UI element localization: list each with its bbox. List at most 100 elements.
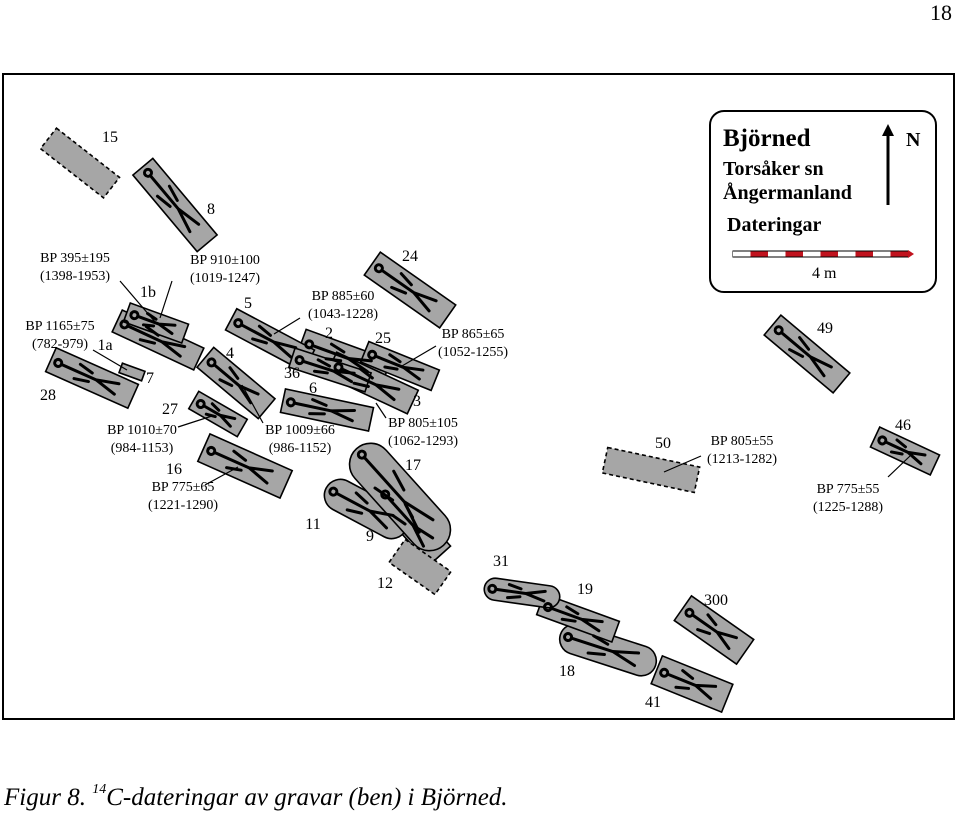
dating-bp-5: BP 910±100 — [190, 253, 260, 268]
scale-segment — [855, 251, 873, 257]
skeleton-41 — [659, 667, 718, 701]
dating-2: BP 885±60(1043-1228) — [308, 289, 378, 322]
grave-label-6: 6 — [309, 380, 317, 397]
dating-25: BP 865±65(1052-1255) — [438, 327, 508, 360]
grave-label-49: 49 — [817, 320, 833, 337]
grave-label-25: 25 — [375, 330, 391, 347]
grave-label-31: 31 — [493, 553, 509, 570]
scale-segment — [768, 251, 786, 257]
dating-bp-46: BP 775±55 — [817, 482, 880, 497]
north-arrow-icon — [882, 124, 894, 205]
plan-frame — [2, 73, 955, 720]
skeleton-28 — [53, 357, 121, 396]
skeleton-49 — [773, 325, 833, 378]
skeleton-16 — [206, 445, 274, 485]
grave-label-300: 300 — [704, 592, 728, 609]
page-number: 18 — [930, 0, 952, 25]
dating-bp-1b: BP 395±195 — [40, 251, 110, 266]
skeleton-11 — [328, 486, 395, 530]
grave-label-15: 15 — [102, 129, 118, 146]
dating-5: BP 910±100 (1019-1247) — [190, 253, 260, 286]
leader-line-50 — [663, 455, 702, 473]
legend-region: Ångermanland — [723, 181, 852, 204]
grave-label-2: 2 — [325, 325, 333, 342]
grave-label-50: 50 — [655, 435, 671, 452]
grave-label-41: 41 — [645, 694, 661, 711]
skeleton-8 — [143, 167, 201, 234]
dating-range-1b: (1398-1953) — [40, 269, 110, 284]
grave-label-17: 17 — [405, 457, 421, 474]
dating-range-5: (1019-1247) — [190, 271, 260, 286]
grave-label-7: 7 — [146, 370, 154, 387]
legend-title: Björned — [723, 125, 811, 152]
grave-label-46: 46 — [895, 417, 911, 434]
scale-segment — [750, 251, 768, 257]
scale-bar — [732, 250, 914, 258]
grave-label-4: 4 — [226, 345, 234, 362]
dating-1b: BP 395±195 (1398-1953) — [40, 251, 110, 284]
dating-bp-16: BP 775±65 — [152, 480, 215, 495]
skeleton-5 — [233, 318, 298, 359]
skeleton-24 — [373, 263, 438, 313]
dating-50: BP 805±55(1213-1282) — [707, 434, 777, 467]
dating-range-3: (1062-1293) — [388, 434, 458, 449]
grave-label-8: 8 — [207, 201, 215, 218]
legend: Björned Torsåker sn Ångermanland Daterin… — [709, 110, 937, 293]
leader-line-27 — [177, 415, 213, 428]
leader-line-5 — [159, 280, 173, 319]
scale-segment — [785, 251, 803, 257]
grave-label-1a: 1a — [97, 337, 112, 354]
leader-line-3 — [375, 402, 387, 419]
skeleton-27 — [195, 399, 237, 428]
grave-label-24: 24 — [402, 248, 418, 265]
grave-15 — [39, 127, 121, 199]
grave-label-36: 36 — [284, 365, 300, 382]
scale-segment — [733, 251, 751, 257]
skeleton-36 — [294, 355, 356, 384]
grave-label-1b: 1b — [140, 284, 156, 301]
dating-1a: BP 1165±75(782-979) — [25, 319, 94, 352]
dating-bp-4: BP 1009±66 — [265, 423, 335, 438]
dating-bp-27: BP 1010±70 — [107, 423, 177, 438]
leader-line-2 — [273, 317, 301, 335]
dating-27: BP 1010±70 (984-1153) — [107, 423, 177, 456]
skeleton-31 — [487, 583, 547, 603]
skeleton-2 — [304, 339, 373, 374]
skeleton-1b — [129, 310, 177, 335]
dating-46: BP 775±55(1225-1288) — [813, 482, 883, 515]
dating-range-16: (1221-1290) — [148, 498, 218, 513]
grave-label-3: 3 — [413, 393, 421, 410]
grave-label-18: 18 — [559, 663, 575, 680]
legend-subtitle: Dateringar — [727, 214, 822, 236]
dating-range-27: (984-1153) — [111, 441, 174, 456]
skeleton-19 — [542, 602, 604, 633]
skeleton-300 — [684, 607, 738, 650]
caption-superscript: 14 — [92, 782, 107, 797]
label-layer: 1581b1a728542716236632425171191231191841… — [25, 129, 911, 711]
skeleton-18 — [563, 632, 641, 668]
grave-label-5: 5 — [244, 295, 252, 312]
skeleton-6 — [285, 397, 357, 423]
dating-bp-2: BP 885±60 — [312, 289, 375, 304]
dating-range-4: (986-1152) — [269, 441, 332, 456]
dating-bp-1a: BP 1165±75 — [25, 319, 94, 334]
grave-1a — [117, 362, 147, 382]
scale-segment — [820, 251, 838, 257]
leader-line-1a — [92, 349, 128, 371]
legend-box — [709, 110, 937, 293]
grave-label-12: 12 — [377, 575, 393, 592]
skeleton-17 — [356, 449, 435, 534]
leader-line-25 — [401, 345, 437, 367]
leader-line-1b — [119, 280, 157, 324]
skeleton-46 — [877, 435, 927, 466]
grave-label-16: 16 — [166, 461, 182, 478]
grave-label-19: 19 — [577, 581, 593, 598]
grave-50 — [601, 446, 701, 494]
leader-line-4 — [241, 384, 264, 424]
leader-layer — [92, 280, 911, 486]
dating-bp-3: BP 805±105 — [388, 416, 458, 431]
scale-segment — [838, 251, 856, 257]
dating-16: BP 775±65 (1221-1290) — [148, 480, 218, 513]
scale-segment — [873, 251, 891, 257]
